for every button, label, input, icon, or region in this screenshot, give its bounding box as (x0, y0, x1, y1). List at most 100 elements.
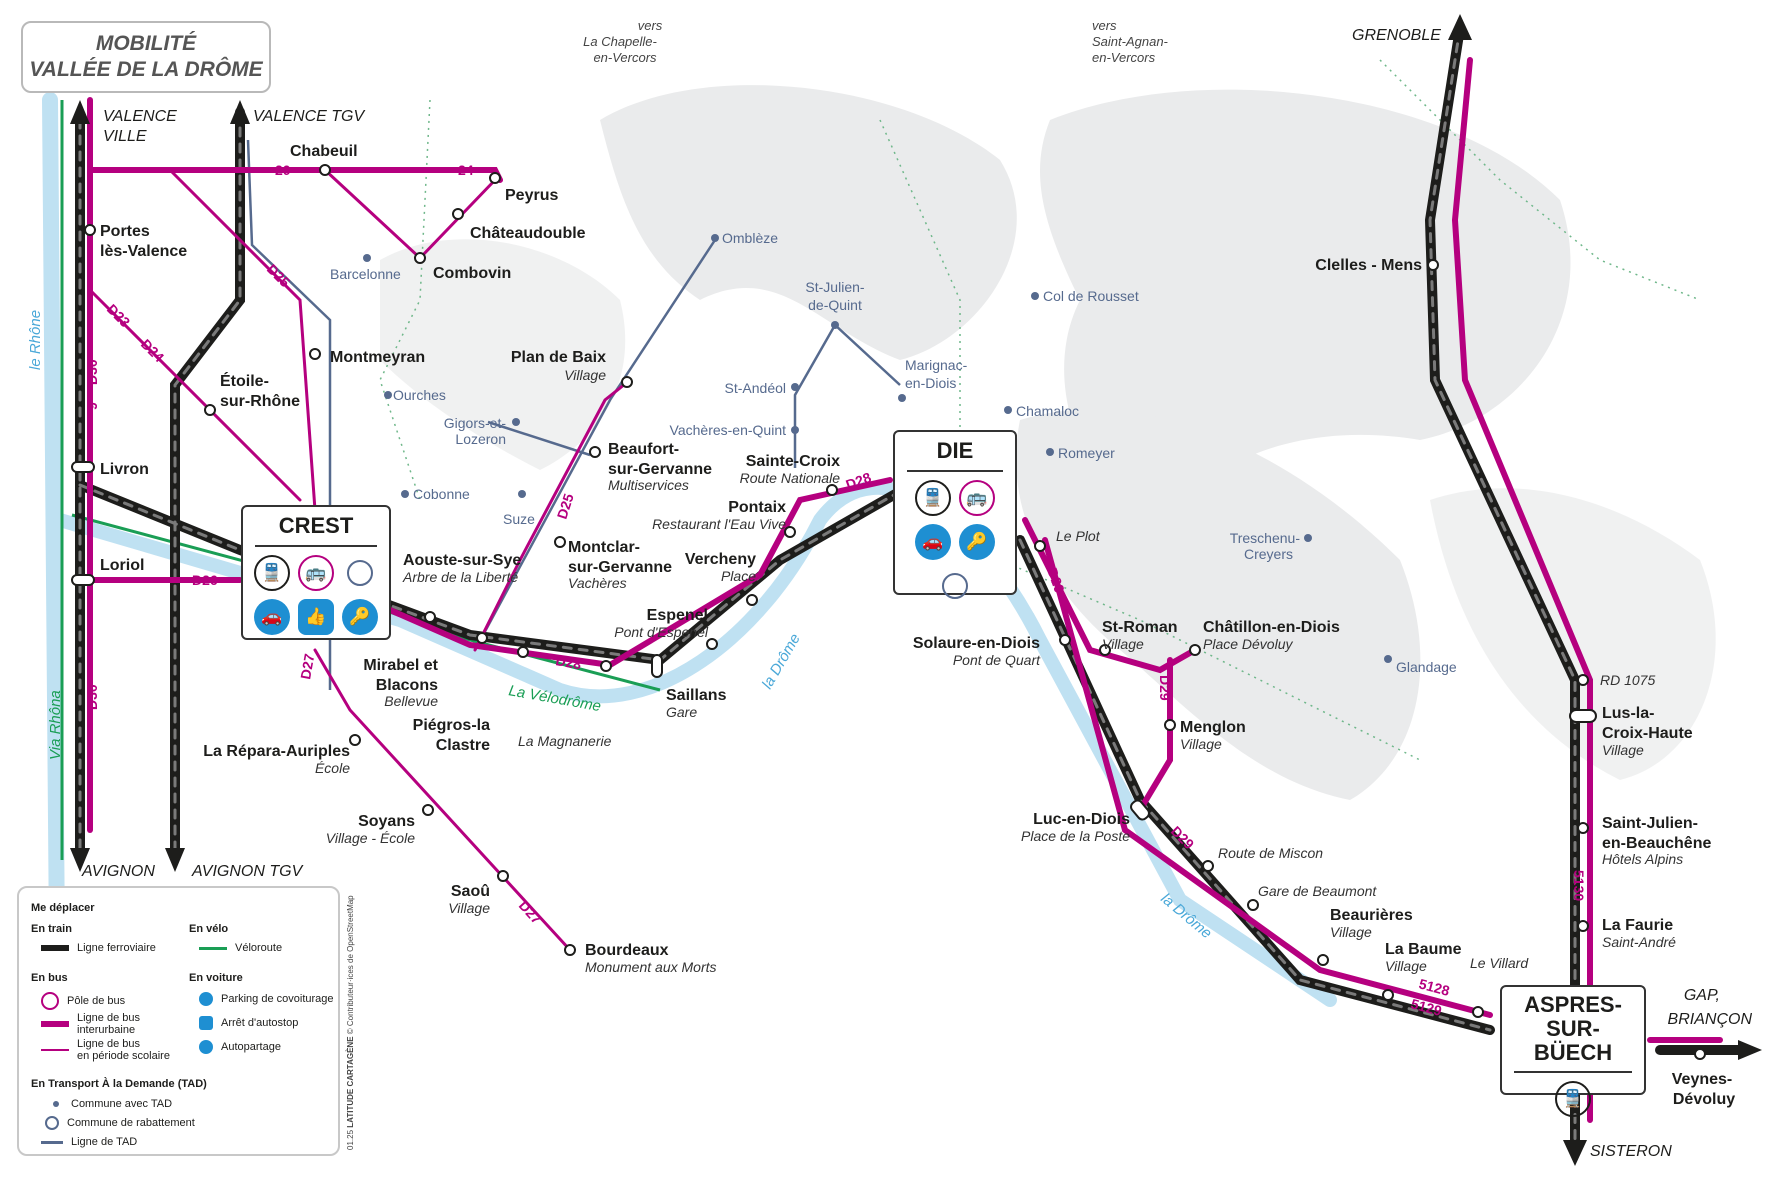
legend-tad-commune: Commune avec TAD (49, 1098, 172, 1110)
stop-chateaudouble: Châteaudouble (470, 225, 586, 242)
stop-etoile-1: Étoile- (220, 371, 269, 390)
tad-treschenu-2: Creyers (1244, 546, 1293, 562)
stop-montmeyran: Montmeyran (330, 349, 425, 366)
tad-ring-icon (942, 573, 968, 599)
tad-dot-icon (53, 1101, 59, 1107)
label-rhone: le Rhône (27, 310, 44, 370)
stop-dot (1577, 920, 1589, 932)
stop-dot (784, 526, 796, 538)
stop-dot (1694, 1048, 1706, 1060)
hub-title: ASPRES- SUR-BÜECH (1514, 987, 1632, 1073)
stop-dot (422, 804, 434, 816)
tad-gigors-2: Lozeron (455, 431, 506, 447)
legend-interurbaine-label: Ligne de bus interurbaine (77, 1012, 140, 1036)
road-d23: D23 (104, 301, 134, 331)
stop-dot (1247, 899, 1259, 911)
stop-sainte-croix: Sainte-Croix (746, 453, 840, 470)
stop-pontaix-sub: Restaurant l'Eau Vive (652, 516, 786, 532)
stop-dot (621, 376, 633, 388)
hub-title: CREST (255, 507, 377, 547)
stop-montclar-2: sur-Gervanne (568, 559, 672, 576)
legend-tad-ligne: Ligne de TAD (41, 1136, 137, 1148)
legend-pole-label: Pôle de bus (67, 995, 126, 1007)
legend-voiture-title: En voiture (189, 972, 243, 984)
tad-omblèze: Omblèze (722, 230, 778, 246)
car-parking-icon: 🚗 (915, 524, 951, 560)
stop-dot (489, 172, 501, 184)
arrow-down-icon (165, 848, 185, 872)
tad-line-swatch (41, 1140, 63, 1144)
stop-dot (1059, 634, 1071, 646)
stop-dot (204, 404, 216, 416)
stop-vercheny: Vercheny (685, 551, 756, 568)
bus-pole-icon (41, 992, 59, 1010)
stop-repara-sub: École (315, 760, 350, 776)
legend-train-title: En train (31, 923, 72, 935)
bus-icon: 🚌 (298, 555, 334, 591)
stop-dot (706, 638, 718, 650)
road-5130: 5130 (1571, 870, 1587, 901)
road-d30a: D30 (84, 359, 100, 385)
stop-luc: Luc-en-Diois (1033, 811, 1130, 828)
velo-swatch (199, 946, 227, 950)
direction-arrows (70, 14, 1762, 1166)
hub-icons: 🚆 🚌 🚗 🔑 (895, 472, 1015, 612)
road-d24: 24 (458, 162, 474, 178)
vers-agnan-2: Saint-Agnan- (1092, 34, 1169, 49)
tad-suze: Suze (503, 511, 535, 527)
stop-portes-1: Portes (100, 223, 150, 240)
dir-valence-ville-2: VILLE (103, 128, 147, 145)
legend-bus-title: En bus (31, 972, 68, 984)
dir-gap-2: BRIANÇON (1668, 1011, 1753, 1028)
tad-dots (363, 234, 1392, 663)
tad-st-julien-quint-1: St-Julien- (805, 279, 864, 295)
stop-dot (1317, 954, 1329, 966)
label-drome-1: la Drôme (759, 631, 804, 692)
arrow-down-icon (1563, 1140, 1587, 1166)
tad-marignac-1: Marignac- (905, 357, 968, 373)
tad-ring-icon (347, 560, 373, 586)
legend-velo-title: En vélo (189, 923, 229, 935)
stop-dot (826, 484, 838, 496)
stop-dot (349, 734, 361, 746)
road-d27b: D27 (516, 897, 545, 927)
credit-osm: © Contributeur·ices de OpenStreetMap (346, 895, 355, 1035)
road-d30b: D30 (84, 684, 100, 710)
stop-piegros-1: Piégros-la (413, 717, 490, 734)
bus-line-swatch (41, 1021, 69, 1027)
tad-st-julien-quint-2: de-Quint (808, 297, 862, 313)
stop-rd1075: RD 1075 (1600, 672, 1655, 688)
legend-tad-rabattement: Commune de rabattement (45, 1116, 195, 1130)
tad-chamaloc: Chamaloc (1016, 403, 1079, 419)
legend-veloroute: Véloroute (199, 942, 282, 954)
legend-parking: Parking de covoiturage (199, 992, 334, 1006)
bus-lines (87, 57, 1723, 1123)
legend-autostop-label: Arrêt d'autostop (221, 1017, 299, 1029)
dir-valence-ville-1: VALENCE (103, 108, 177, 125)
stop-dot (1427, 259, 1439, 271)
stop-piegros-2: Clastre (436, 737, 490, 754)
stop-dot (452, 208, 464, 220)
stop-st-julien-b-2: en-Beauchêne (1602, 835, 1711, 852)
tad-cobonne: Cobonne (413, 486, 470, 502)
stop-etoile-2: sur-Rhône (220, 393, 300, 410)
autopartage-icon: 🔑 (342, 599, 378, 635)
stop-bourdeaux-sub: Monument aux Morts (585, 959, 717, 975)
stop-lus-1: Lus-la- (1602, 705, 1654, 722)
hub-icons: 🚆 🚌 🚗 👍 🔑 (243, 547, 389, 643)
map-title-line2: VALLÉE DE LA DRÔME (29, 58, 263, 81)
train-icon: 🚆 (915, 480, 951, 516)
stop-combovin: Combovin (433, 265, 511, 282)
hub-title-line2: SUR-BÜECH (1533, 1016, 1613, 1065)
stop-espenel-sub: Pont d'Espenel (614, 624, 709, 640)
rail-swatch (41, 945, 69, 951)
stop-mirabel-sub: Bellevue (384, 693, 438, 709)
legend-parking-label: Parking de covoiturage (221, 993, 334, 1005)
stop-veynes-1: Veynes- (1672, 1071, 1732, 1088)
label-via-rhona: Via Rhôna (47, 690, 64, 760)
stop-dot (497, 870, 509, 882)
legend-autopartage: Autopartage (199, 1040, 281, 1054)
stop-bourdeaux: Bourdeaux (585, 942, 669, 959)
tad-romeyer: Romeyer (1058, 445, 1115, 461)
